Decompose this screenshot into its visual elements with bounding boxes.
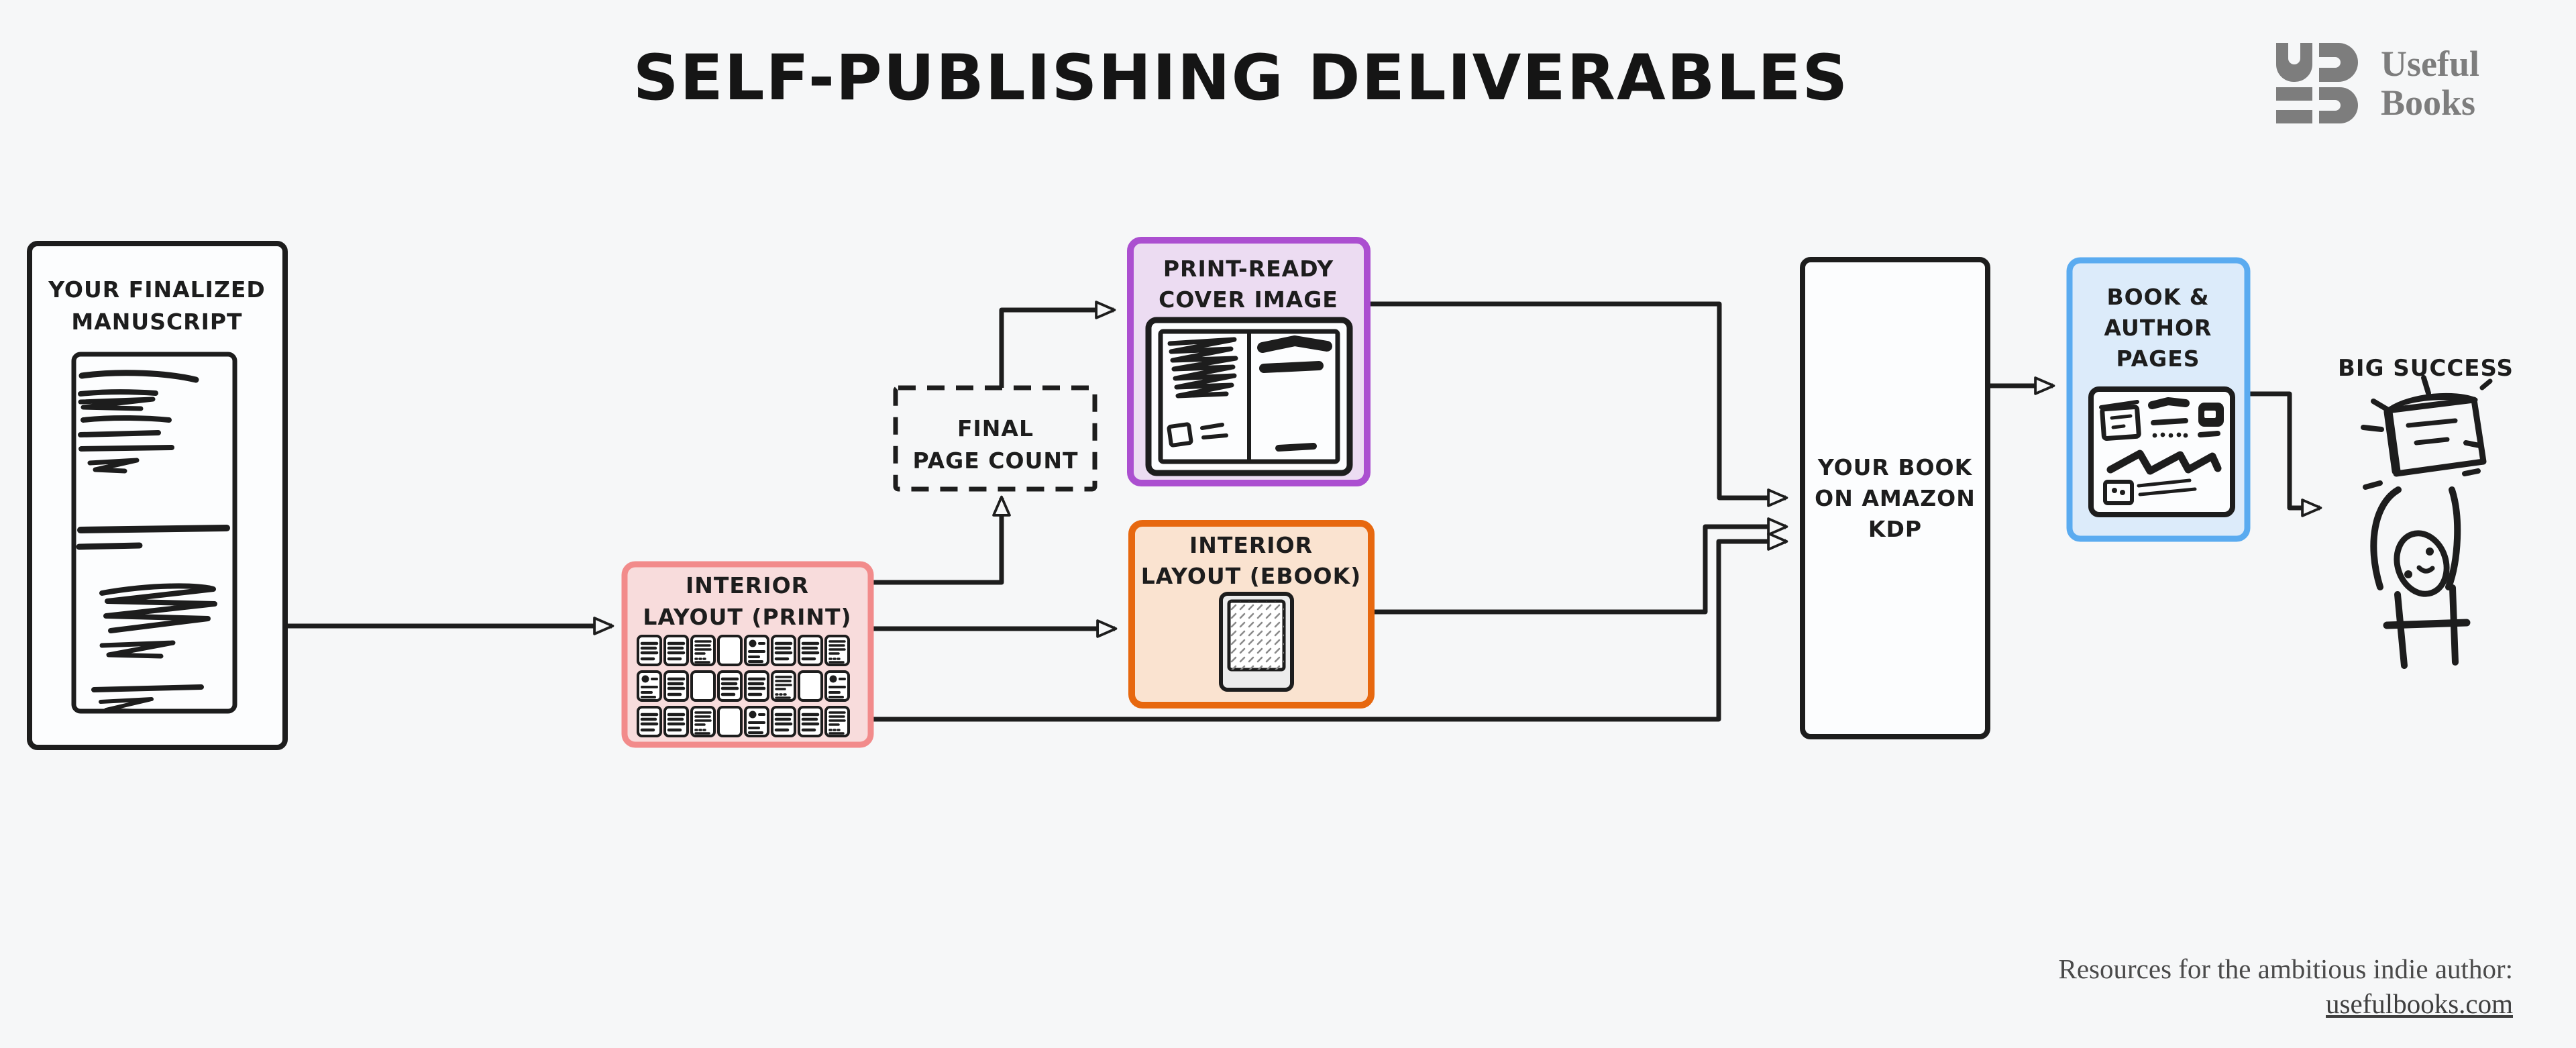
footer: Resources for the ambitious indie author… [2059,951,2513,1021]
node-pages: BOOK & AUTHOR PAGES [2066,257,2251,542]
node-cover: PRINT-READY COVER IMAGE [1127,237,1371,486]
big-success-figure-doodle [2361,375,2493,669]
pages-label-line3: PAGES [2116,346,2200,372]
manuscript-label-line1: YOUR FINALIZED [48,276,266,303]
kdp-label-line1: YOUR BOOK [1817,454,1973,480]
logo-word-books: Books [2381,83,2476,123]
connectors [285,301,2322,722]
cover-spread-doodle [1145,317,1353,476]
kdp-label-line3: KDP [1868,516,1922,542]
useful-books-logo: Useful Books [2276,43,2479,123]
node-kdp: YOUR BOOK ON AMAZON KDP [1800,257,1990,739]
pages-label-line2: AUTHOR [2104,315,2212,341]
node-big-success: BIG SUCCESS [2338,355,2513,669]
arrow-pagecount-to-cover [999,301,1116,388]
node-manuscript: YOUR FINALIZED MANUSCRIPT [27,241,288,750]
arrow-cover-to-kdp [1367,301,1788,507]
cover-label-line2: COVER IMAGE [1159,286,1338,313]
interior-ebook-label-line2: LAYOUT (EBOOK) [1141,563,1362,589]
kdp-label-line2: ON AMAZON [1815,485,1976,511]
logo-wordmark: Useful Books [2381,44,2479,123]
arrow-pages-to-success [2247,391,2322,517]
node-final-page-count: FINAL PAGE COUNT [893,385,1097,492]
final-page-count-label-line2: PAGE COUNT [912,448,1078,474]
final-page-count-label-line1: FINAL [957,415,1034,441]
pages-label-line1: BOOK & [2106,284,2209,310]
interior-print-label-line2: LAYOUT (PRINT) [643,604,851,630]
cover-label-line1: PRINT-READY [1163,256,1334,282]
useful-books-logo-icon [2276,43,2358,123]
interior-ebook-label-line1: INTERIOR [1189,532,1313,558]
interior-print-label-line1: INTERIOR [686,572,809,598]
arrow-ebook-to-kdp [1371,517,1788,615]
logo-word-useful: Useful [2381,44,2479,84]
node-interior-print: INTERIOR LAYOUT (PRINT) [621,561,874,748]
manuscript-label-line2: MANUSCRIPT [71,309,242,335]
ereader-doodle [1219,592,1294,692]
manuscript-page-doodle [71,352,237,714]
arrow-print-to-pagecount [871,495,1011,585]
webpage-doodle [2088,386,2235,517]
node-interior-ebook: INTERIOR LAYOUT (EBOOK) [1128,520,1375,709]
footer-link-usefulbooks[interactable]: usefulbooks.com [2326,988,2513,1019]
page-title: SELF-PUBLISHING DELIVERABLES [633,42,1849,115]
footer-tagline: Resources for the ambitious indie author… [2058,953,2513,984]
arrow-print-to-kdp [871,532,1788,722]
